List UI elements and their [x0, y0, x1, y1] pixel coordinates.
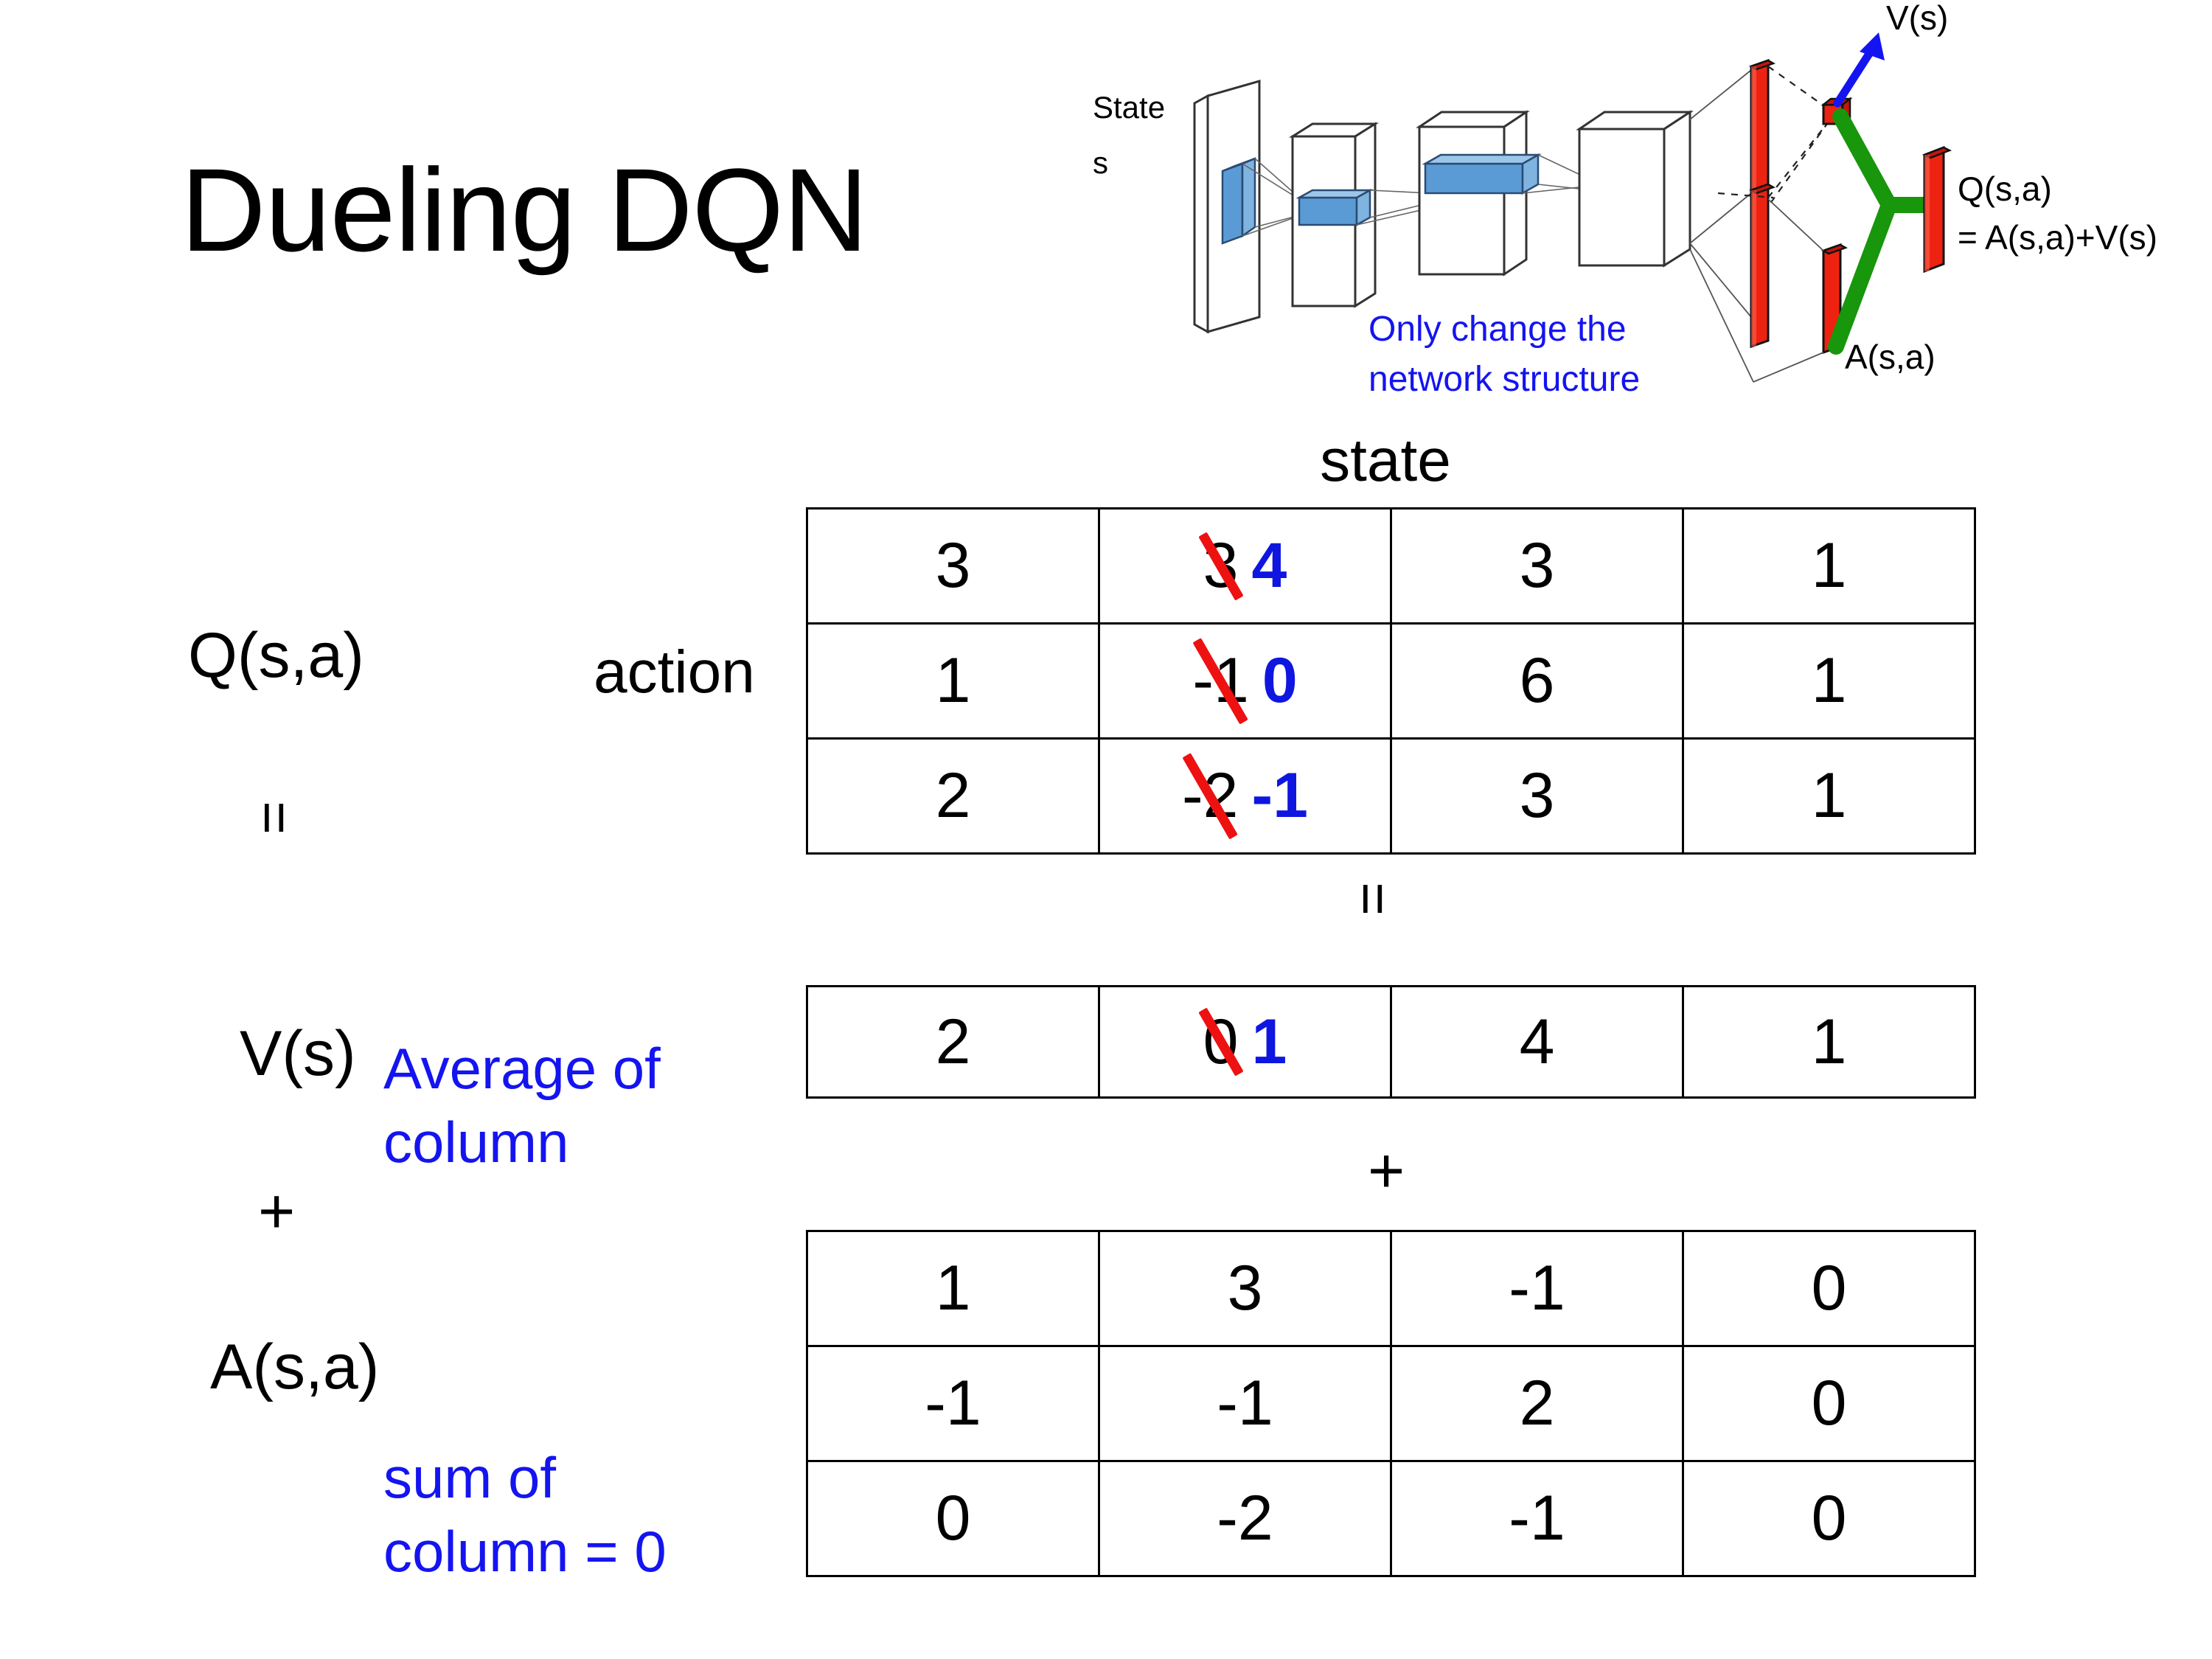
table-cell: 6 [1390, 622, 1684, 740]
v-function-label: V(s) [240, 1018, 356, 1089]
equals-sign-left: = [242, 801, 307, 835]
sum-note-line2: column = 0 [383, 1518, 667, 1584]
state-axis-label: state [1320, 427, 1451, 494]
action-axis-label: action [594, 639, 755, 706]
average-of-column-note: Average of column [383, 1032, 661, 1180]
diagram-state-label-line1: State [1093, 90, 1165, 125]
table-cell: -1 [806, 1345, 1100, 1462]
table-cell: -2 [1098, 1460, 1392, 1577]
average-note-line2: column [383, 1109, 569, 1175]
dueling-network-diagram: State s V(s) A(s,a) Q(s,a) = A(s,a)+V(s)… [1084, 0, 2212, 413]
table-cell: -1 [1390, 1460, 1684, 1577]
corrected-new-value: -1 [1251, 760, 1308, 831]
equals-sign-middle: = [1340, 882, 1406, 916]
table-cell: 2 [806, 737, 1100, 855]
table-cell: 1 [1682, 985, 1976, 1099]
table-cell: 1 [1682, 622, 1976, 740]
table-cell: 0 [1682, 1345, 1976, 1462]
struck-old-value: -1 [1192, 645, 1249, 716]
table-cell: 3 [1098, 1230, 1392, 1347]
table-cell: -1 [1098, 1345, 1392, 1462]
struck-old-value: 3 [1203, 530, 1239, 601]
diagram-a-label: A(s,a) [1845, 338, 1935, 376]
table-cell: 1 [806, 1230, 1100, 1347]
corrected-new-value: 4 [1251, 530, 1287, 601]
a-function-label: A(s,a) [210, 1332, 380, 1402]
diagram-note-line1: Only change the [1368, 310, 1627, 349]
diagram-q-label-line1: Q(s,a) [1958, 170, 2052, 208]
page-title: Dueling DQN [181, 144, 869, 276]
corrected-new-value: 0 [1262, 645, 1298, 716]
struck-old-value: 0 [1203, 1006, 1239, 1077]
table-cell: 3 [806, 507, 1100, 625]
table-cell: 1 [1682, 507, 1976, 625]
table-cell: 1 [806, 622, 1100, 740]
table-cell: 0 [806, 1460, 1100, 1577]
diagram-q-label-line2: = A(s,a)+V(s) [1958, 218, 2157, 257]
table-cell: 0 [1682, 1460, 1976, 1577]
corrected-new-value: 1 [1251, 1006, 1287, 1077]
table-cell: 1 [1682, 737, 1976, 855]
table-cell: 4 [1390, 985, 1684, 1099]
plus-sign-left: + [258, 1176, 296, 1247]
table-cell: -1 [1390, 1230, 1684, 1347]
diagram-note-line2: network structure [1368, 360, 1640, 399]
diagram-state-label-line2: s [1093, 145, 1108, 180]
table-cell: 3 [1390, 737, 1684, 855]
average-note-line1: Average of [383, 1036, 661, 1101]
table-cell: 3 [1390, 507, 1684, 625]
diagram-v-label: V(s) [1886, 0, 1948, 37]
table-cell-edited: -2-1 [1098, 737, 1392, 855]
sum-of-column-note: sum of column = 0 [383, 1441, 667, 1589]
table-cell: 2 [806, 985, 1100, 1099]
table-cell: 0 [1682, 1230, 1976, 1347]
struck-old-value: -2 [1182, 760, 1239, 831]
plus-sign-middle: + [1368, 1135, 1405, 1206]
q-function-label: Q(s,a) [188, 620, 364, 691]
sum-note-line1: sum of [383, 1445, 557, 1510]
table-cell: 2 [1390, 1345, 1684, 1462]
